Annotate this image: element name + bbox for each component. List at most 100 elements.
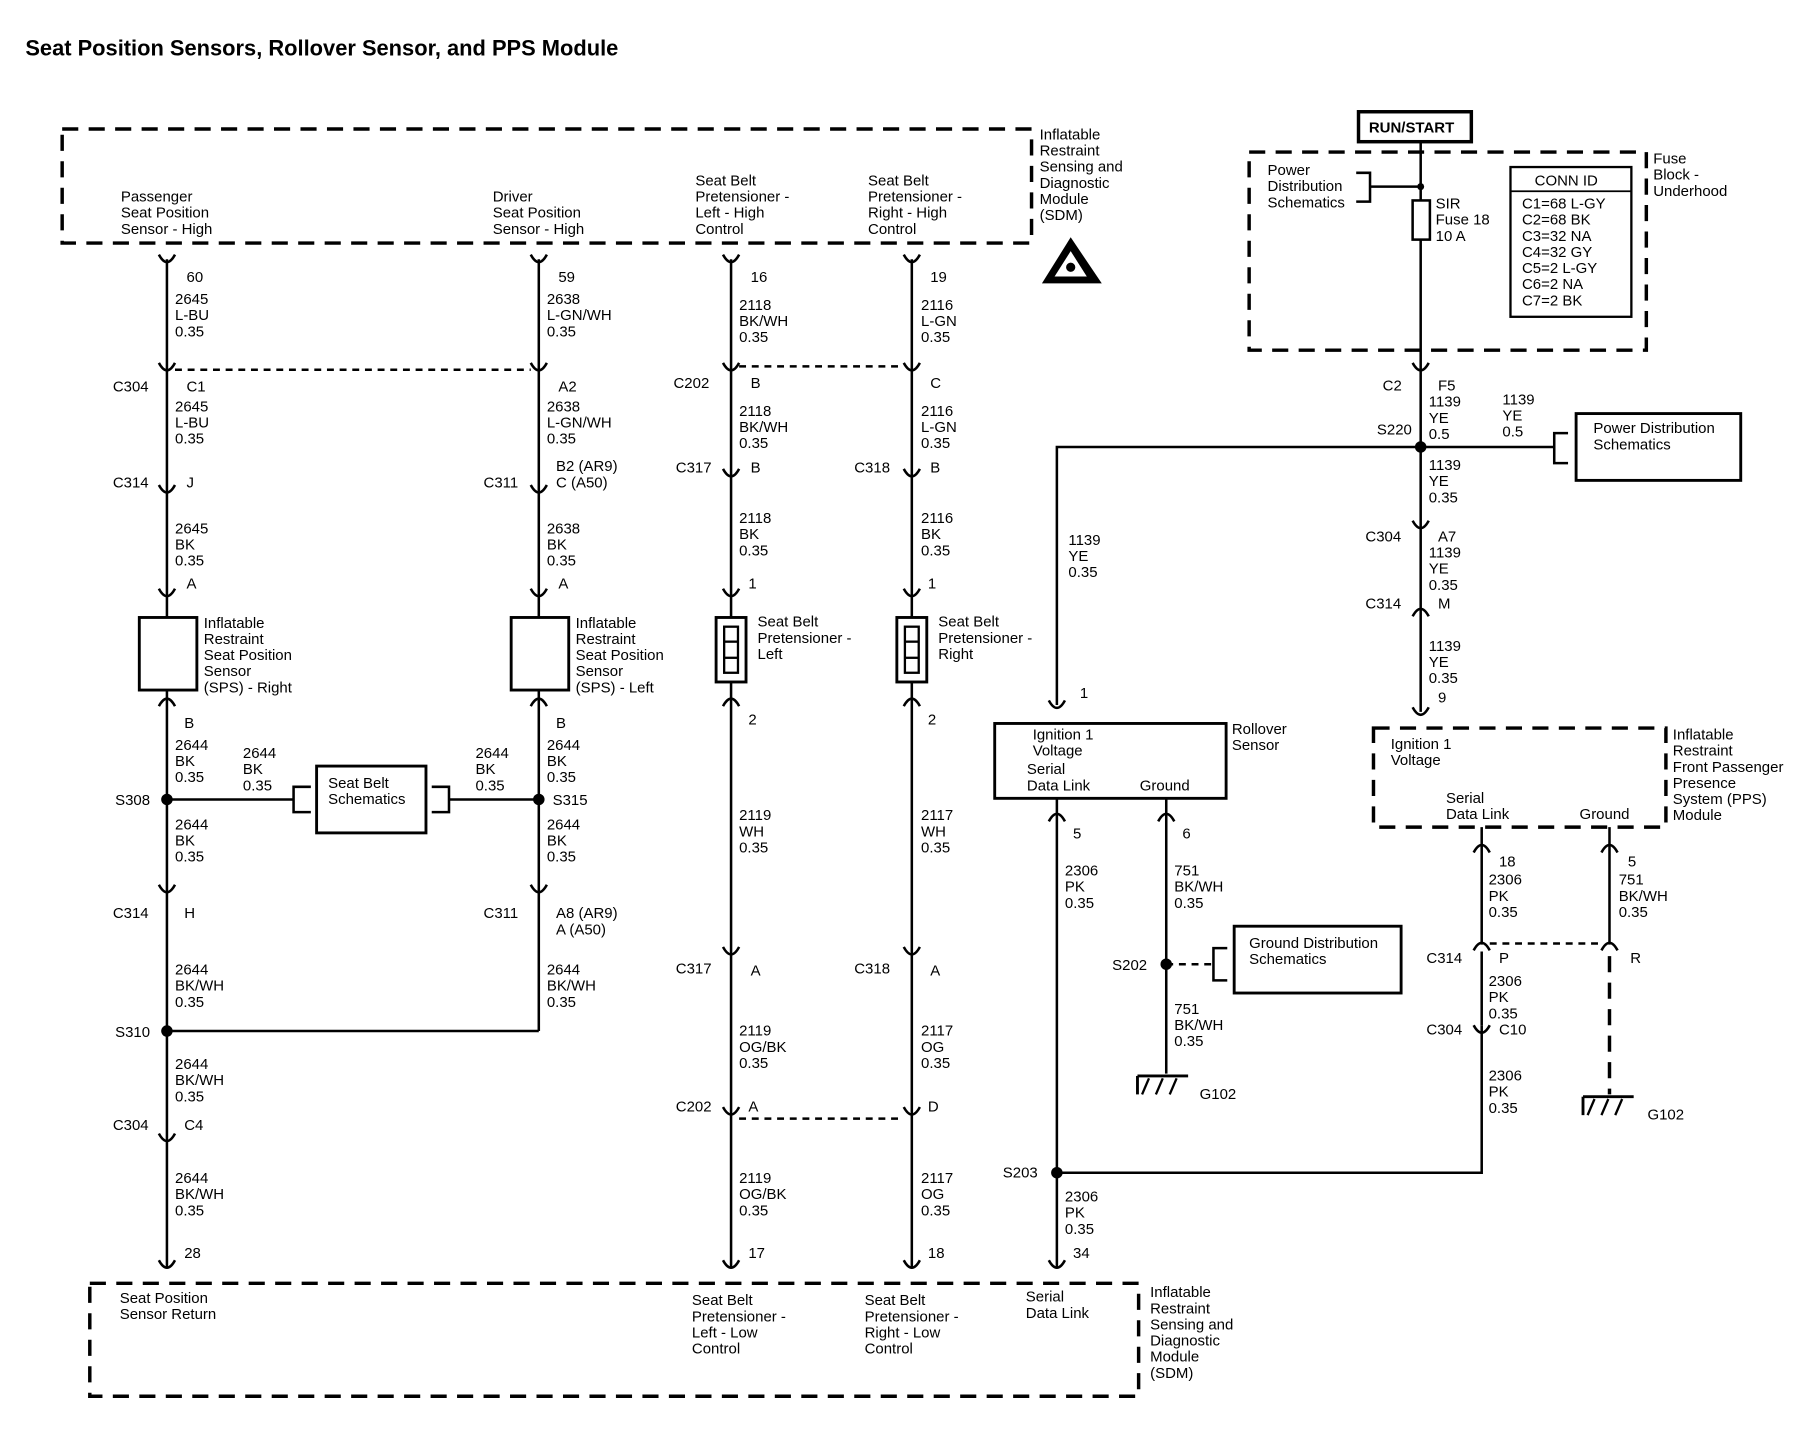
svg-text:Ignition 1: Ignition 1 [1391,736,1452,753]
rollover-pin6: 6 [1182,826,1190,843]
svg-text:Restraint: Restraint [1673,743,1734,760]
pass-wire-7: 2644 BK/WH 0.35 [175,1056,224,1105]
svg-text:Schematics: Schematics [1268,194,1345,211]
svg-text:Pretensioner -: Pretensioner - [758,630,852,647]
pass-c304: C304 [113,379,149,396]
rp-pin-18: 18 [928,1245,945,1262]
lp-wire-2: 2118 BK/WH 0.35 [739,403,788,452]
ground-distribution-schematics-box[interactable] [1232,924,1403,995]
sdm-top-label: Inflatable Restraint Sensing and Diagnos… [1040,126,1123,224]
svg-text:L-GN/WH: L-GN/WH [547,307,612,324]
lp-b2: B [751,459,761,476]
svg-text:SIR: SIR [1436,196,1461,213]
svg-text:2638: 2638 [547,291,580,308]
svg-text:Pretensioner -: Pretensioner - [865,1308,959,1325]
s315-splice [533,793,545,806]
svg-text:YE: YE [1068,548,1088,565]
svg-text:Schematics: Schematics [1249,951,1326,968]
pass-c314: C314 [113,474,149,491]
svg-text:0.35: 0.35 [175,323,204,340]
fuse-block-label: Fuse Block - Underhood [1653,151,1727,200]
svg-text:0.35: 0.35 [547,994,576,1011]
svg-text:Serial: Serial [1027,761,1065,778]
svg-text:0.35: 0.35 [1429,670,1458,687]
rp-c318: C318 [854,459,890,476]
svg-text:0.35: 0.35 [547,553,576,570]
svg-text:0.35: 0.35 [547,849,576,866]
svg-text:Passenger: Passenger [121,189,193,206]
svg-text:Control: Control [692,1341,740,1358]
svg-text:Data Link: Data Link [1027,777,1091,794]
pps-r: R [1630,950,1641,967]
pps-g102: G102 [1647,1107,1684,1124]
svg-text:0.35: 0.35 [175,431,204,448]
svg-text:0.35: 0.35 [739,839,768,856]
svg-text:Seat Belt: Seat Belt [328,775,390,792]
rp-pin2: 2 [928,712,936,729]
svg-text:Module: Module [1673,807,1722,824]
rp-a: A [930,963,940,980]
sdm-bottom-pin-serial: Serial Data Link [1026,1289,1090,1322]
seatbelt-schematics-box[interactable] [315,764,428,835]
svg-text:Seat Belt: Seat Belt [868,172,930,189]
rp-wire-3: 2116 BK 0.35 [921,510,953,559]
left-pretensioner-device [714,616,748,684]
svg-text:1139: 1139 [1502,391,1534,408]
svg-text:751: 751 [1174,1001,1199,1018]
rp-wire-2: 2116 L-GN 0.35 [921,403,957,452]
svg-text:OG/BK: OG/BK [739,1039,786,1056]
sir-fuse-18 [1411,199,1432,241]
svg-text:2117: 2117 [921,807,953,824]
svg-text:Inflatable: Inflatable [204,615,265,632]
svg-text:2306: 2306 [1065,863,1098,880]
pwr-c314: C314 [1365,595,1401,612]
svg-text:Diagnostic: Diagnostic [1040,175,1110,192]
svg-text:Serial: Serial [1026,1289,1064,1306]
rp-wire-6: 2117 OG 0.35 [921,1170,953,1219]
svg-text:Inflatable: Inflatable [1040,126,1101,143]
right-pretensioner-device [895,616,929,684]
svg-text:BK/WH: BK/WH [175,1072,224,1089]
svg-text:2118: 2118 [739,297,771,314]
svg-text:Ignition 1: Ignition 1 [1033,727,1094,744]
sps-left-sensor [509,616,571,692]
svg-text:Power Distribution: Power Distribution [1593,420,1714,437]
rollover-serial-wire2-label: 2306 PK 0.35 [1065,1189,1098,1238]
pass-wire-4: 2644 BK 0.35 [175,737,208,786]
svg-text:BK: BK [175,536,195,553]
drv-c311: C311 [484,474,519,491]
svg-text:C5=2 L-GY: C5=2 L-GY [1522,260,1597,277]
svg-text:Underhood: Underhood [1653,183,1727,200]
svg-text:0.35: 0.35 [1489,904,1518,921]
rollover-ground-label: Ground [1140,777,1190,794]
right-pretensioner-label: Seat Belt Pretensioner - Right [938,614,1032,663]
svg-text:0.35: 0.35 [1489,1100,1518,1117]
svg-text:Control: Control [695,221,743,238]
pps-ground-wire-label: 751 BK/WH 0.35 [1619,872,1668,921]
pass-pin-28: 28 [184,1245,201,1262]
svg-text:BK/WH: BK/WH [1619,888,1668,905]
svg-text:BK: BK [739,526,759,543]
rollover-feed-wire [1055,445,1421,706]
lp-c202: C202 [674,375,710,392]
svg-text:Block -: Block - [1653,167,1699,184]
pass-wire-1: 2645 L-BU 0.35 [175,291,209,340]
svg-text:Seat Belt: Seat Belt [938,614,1000,631]
svg-text:Sensor: Sensor [204,663,251,680]
pwr-wire-1139c: 1139 YE 0.35 [1429,457,1461,506]
svg-text:0.35: 0.35 [921,435,950,452]
power-dist-schematics-box[interactable] [1574,412,1743,482]
rollover-g102: G102 [1200,1086,1237,1103]
svg-text:OG/BK: OG/BK [739,1186,786,1203]
svg-text:Schematics: Schematics [1593,436,1670,453]
ground-distribution-schematics-label: Ground Distribution Schematics [1249,935,1378,968]
svg-text:0.35: 0.35 [243,777,272,794]
sdm-top-box [60,127,1034,245]
run-start-label: RUN/START [1369,119,1454,136]
svg-text:C1=68 L-GY: C1=68 L-GY [1522,196,1606,213]
svg-text:2116: 2116 [921,297,953,314]
run-start-box [1356,110,1474,144]
svg-text:C3=32 NA: C3=32 NA [1522,228,1591,245]
svg-text:Inflatable: Inflatable [1673,727,1734,744]
